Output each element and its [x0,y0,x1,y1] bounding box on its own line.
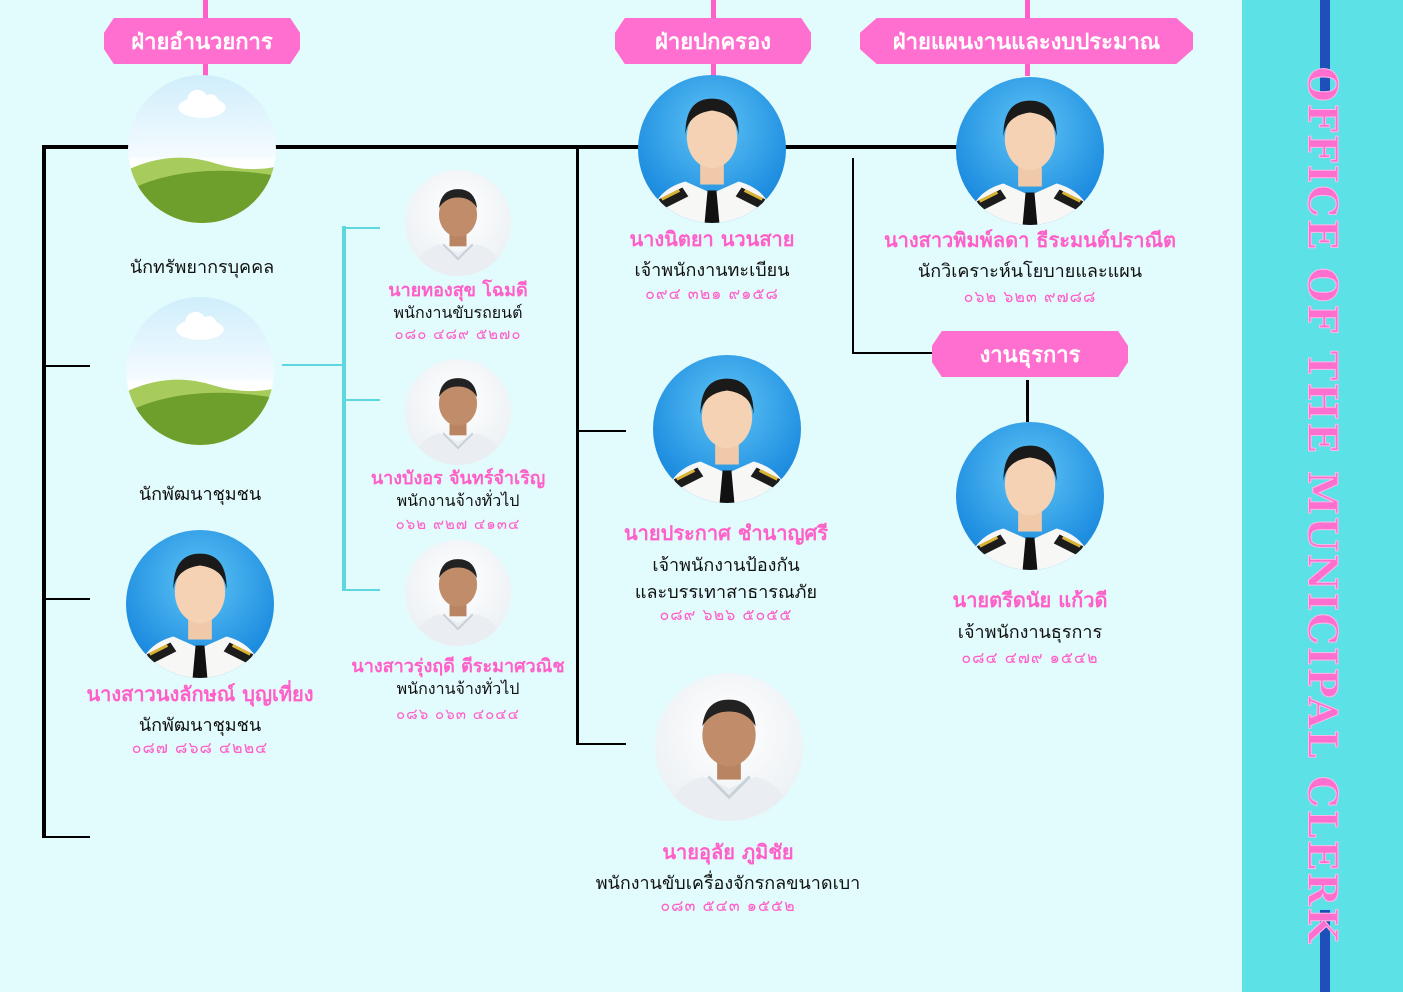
general-worker-2-name: นางสาวรุ่งฤดี ตีระมาศวณิช [351,656,565,677]
staff-branch-2 [344,399,380,401]
planning-banner-stem-top [1025,0,1030,20]
admin-branch-1 [44,365,90,367]
staff-branch-3 [344,589,380,591]
community-dev-photo [126,530,274,678]
side-band [1242,0,1403,992]
admin-department-banner: ฝ่ายอำนวยการ [104,18,300,64]
general-worker-2-photo [405,540,511,646]
policy-analyst-photo [956,77,1104,225]
admin-banner-stem-bottom [203,62,208,76]
community-dev-vacant-photo-placeholder [126,297,274,445]
person-avatar-icon [653,355,801,503]
staff-link-horizontal [282,364,346,366]
planning-vertical-connector [852,158,854,354]
main-horizontal-connector [42,145,962,149]
landscape-placeholder-icon [126,297,274,445]
disaster-officer-photo [653,355,801,503]
hr-officer-title: นักทรัพยากรบุคคล [129,257,275,278]
person-avatar-icon [405,540,511,646]
disaster-officer-title-line2: และบรรเทาสาธารณภัย [634,582,818,603]
general-worker-1-phone: ๐๖๒ ๙๒๗ ๔๑๓๔ [395,515,521,533]
clerk-photo [956,422,1104,570]
general-worker-2-phone: ๐๘๖ ๐๖๓ ๔๐๔๔ [396,705,520,723]
hr-officer-photo-placeholder [128,75,276,223]
admin-banner-stem-top [203,0,208,20]
registrar-phone: ๐๙๔ ๓๒๑ ๙๑๕๘ [645,284,779,303]
general-worker-1-title: พนักงานจ้างทั่วไป [396,491,520,510]
governance-banner-stem-bottom [711,62,716,76]
policy-analyst-name: นางสาวพิมพ์ลดา ธีระมนต์ปราณีต [883,228,1177,252]
staff-branch-1 [344,227,380,229]
side-band-bar-bottom [1320,910,1330,992]
governance-branch-1 [578,430,626,432]
community-dev-name: นางสาวนงลักษณ์ บุญเที่ยง [86,682,314,706]
person-avatar-icon [405,170,511,276]
community-dev-vacant-title: นักพัฒนาชุมชน [138,484,262,505]
machine-operator-photo [655,673,803,821]
planning-banner-stem-bottom [1025,62,1030,76]
general-worker-2-title: พนักงานจ้างทั่วไป [396,679,520,698]
registrar-name: นางนิตยา นวนสาย [629,227,795,251]
driver-photo [405,170,511,276]
person-avatar-icon [956,422,1104,570]
admin-branch-3 [44,836,90,838]
driver-phone: ๐๘๐ ๔๘๙ ๕๒๗๐ [394,325,522,343]
general-worker-1-photo [405,359,511,465]
staff-vertical-connector [342,226,346,591]
disaster-officer-title-line1: เจ้าพนักงานป้องกัน [652,555,800,576]
clerk-phone: ๐๘๔ ๔๗๙ ๑๕๔๒ [961,648,1099,667]
clerk-name: นายตรีดนัย แก้วดี [952,588,1108,612]
machine-operator-title: พนักงานขับเครื่องจักรกลขนาดเบา [595,873,861,894]
planning-department-banner: ฝ่ายแผนงานและงบประมาณ [860,18,1193,64]
driver-name: นายทองสุข โฉมดี [388,280,528,301]
policy-analyst-title: นักวิเคราะห์นโยบายและแผน [917,261,1143,282]
person-avatar-icon [126,530,274,678]
policy-analyst-phone: ๐๖๒ ๖๒๓ ๙๗๘๘ [963,287,1097,306]
person-avatar-icon [655,673,803,821]
person-avatar-icon [638,75,786,223]
community-dev-title: นักพัฒนาชุมชน [138,715,262,736]
disaster-officer-name: นายประกาศ ชำนาญศรี [624,521,828,545]
community-dev-phone: ๐๘๗ ๘๖๘ ๔๒๒๔ [131,738,269,757]
governance-vertical-connector [576,147,579,745]
general-worker-1-name: นางบังอร จันทร์จำเริญ [370,468,546,489]
governance-banner-stem-top [711,0,716,20]
person-avatar-icon [405,359,511,465]
driver-title: พนักงานขับรถยนต์ [393,303,523,322]
governance-branch-2 [578,743,626,745]
general-affairs-banner: งานธุรการ [932,331,1128,377]
admin-branch-2 [44,598,90,600]
registrar-title: เจ้าพนักงานทะเบียน [634,260,790,281]
disaster-officer-phone: ๐๘๙ ๖๒๖ ๕๐๕๕ [659,605,793,624]
general-affairs-stem [1026,380,1029,422]
admin-vertical-connector [42,145,46,838]
clerk-title: เจ้าพนักงานธุรการ [957,622,1103,643]
side-title: OFFICE OF THE MUNICIPAL CLERK [1298,67,1346,945]
governance-department-banner: ฝ่ายปกครอง [615,18,811,64]
landscape-placeholder-icon [128,75,276,223]
registrar-photo [638,75,786,223]
machine-operator-phone: ๐๘๓ ๕๔๓ ๑๕๕๒ [660,896,796,915]
machine-operator-name: นายอุลัย ภูมิชัย [662,840,794,864]
side-band-bar-top [1320,0,1330,98]
planning-branch [852,352,936,354]
person-avatar-icon [956,77,1104,225]
